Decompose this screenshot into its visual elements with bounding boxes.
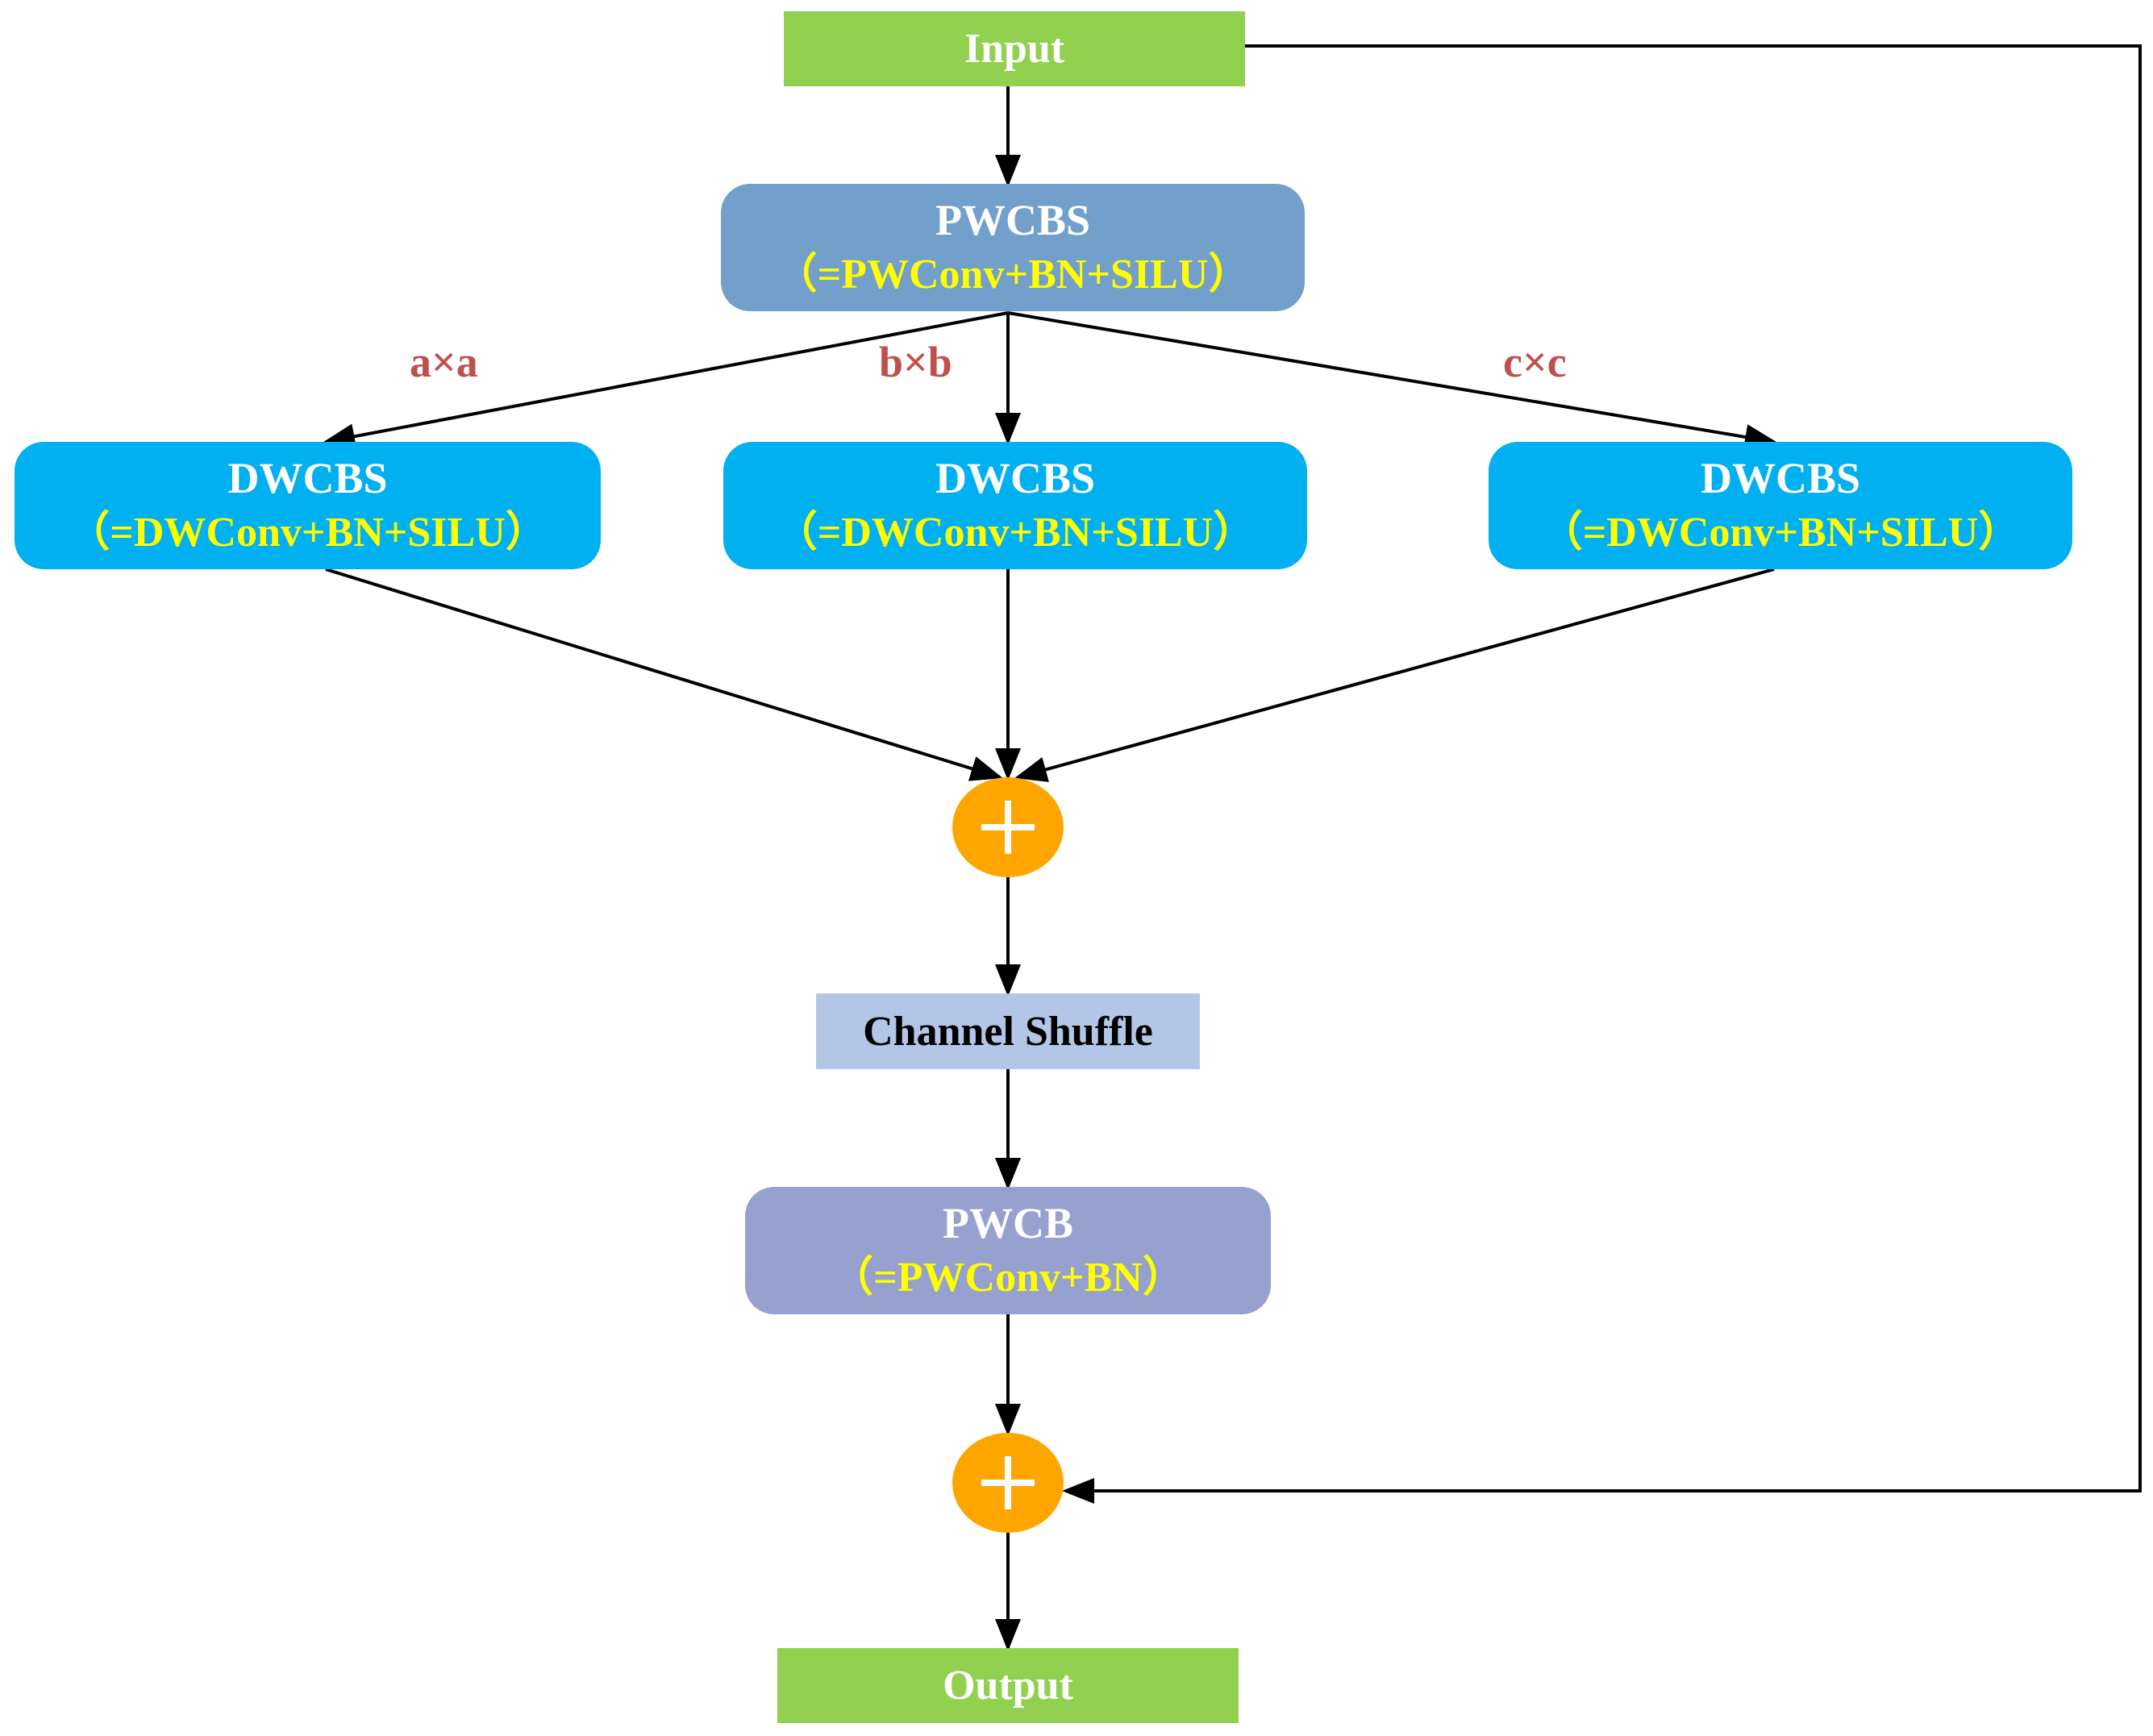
dwcbs-title: DWCBS (227, 454, 388, 502)
plus-icon (952, 1433, 1064, 1533)
dwcbs-block-center: DWCBS （=DWConv+BN+SILU） (723, 442, 1307, 569)
arrow-dwcbs-right-to-adder (1014, 568, 1775, 782)
dwcbs-title: DWCBS (935, 454, 1096, 502)
kernel-label-a: a×a (410, 338, 478, 386)
output-label: Output (943, 1663, 1073, 1709)
dwcbs-subtitle: （=DWConv+BN+SILU） (1540, 510, 2021, 556)
pwcbs-title: PWCBS (935, 196, 1091, 244)
channel-shuffle-block: Channel Shuffle (816, 993, 1200, 1069)
pwcb-block: PWCB （=PWConv+BN） (745, 1187, 1271, 1314)
output-block: Output (777, 1648, 1239, 1723)
arrow-pwcbs-to-dwcbs-left (323, 311, 1009, 450)
arrow-dwcbs-left-to-adder (325, 568, 1003, 781)
dwcbs-subtitle: （=DWConv+BN+SILU） (68, 510, 548, 556)
pwcb-title: PWCB (943, 1199, 1073, 1247)
pwcbs-subtitle: （=PWConv+BN+SILU） (775, 252, 1251, 298)
input-label: Input (964, 26, 1065, 72)
arrow-pwcbs-to-dwcbs-right (1007, 311, 1777, 450)
dwcbs-title: DWCBS (1700, 454, 1861, 502)
dwcbs-subtitle: （=DWConv+BN+SILU） (775, 510, 1256, 556)
pwcb-subtitle: （=PWConv+BN） (831, 1255, 1185, 1301)
kernel-label-b: b×b (879, 338, 952, 386)
arrow-skip-connection (1062, 44, 2142, 1504)
kernel-label-c: c×c (1503, 338, 1567, 386)
plus-icon (952, 777, 1064, 877)
dwcbs-block-left: DWCBS （=DWConv+BN+SILU） (15, 442, 601, 569)
pwcbs-block: PWCBS （=PWConv+BN+SILU） (721, 184, 1305, 311)
dwcbs-block-right: DWCBS （=DWConv+BN+SILU） (1489, 442, 2072, 569)
input-block: Input (784, 11, 1245, 86)
channel-shuffle-label: Channel Shuffle (863, 1008, 1153, 1055)
